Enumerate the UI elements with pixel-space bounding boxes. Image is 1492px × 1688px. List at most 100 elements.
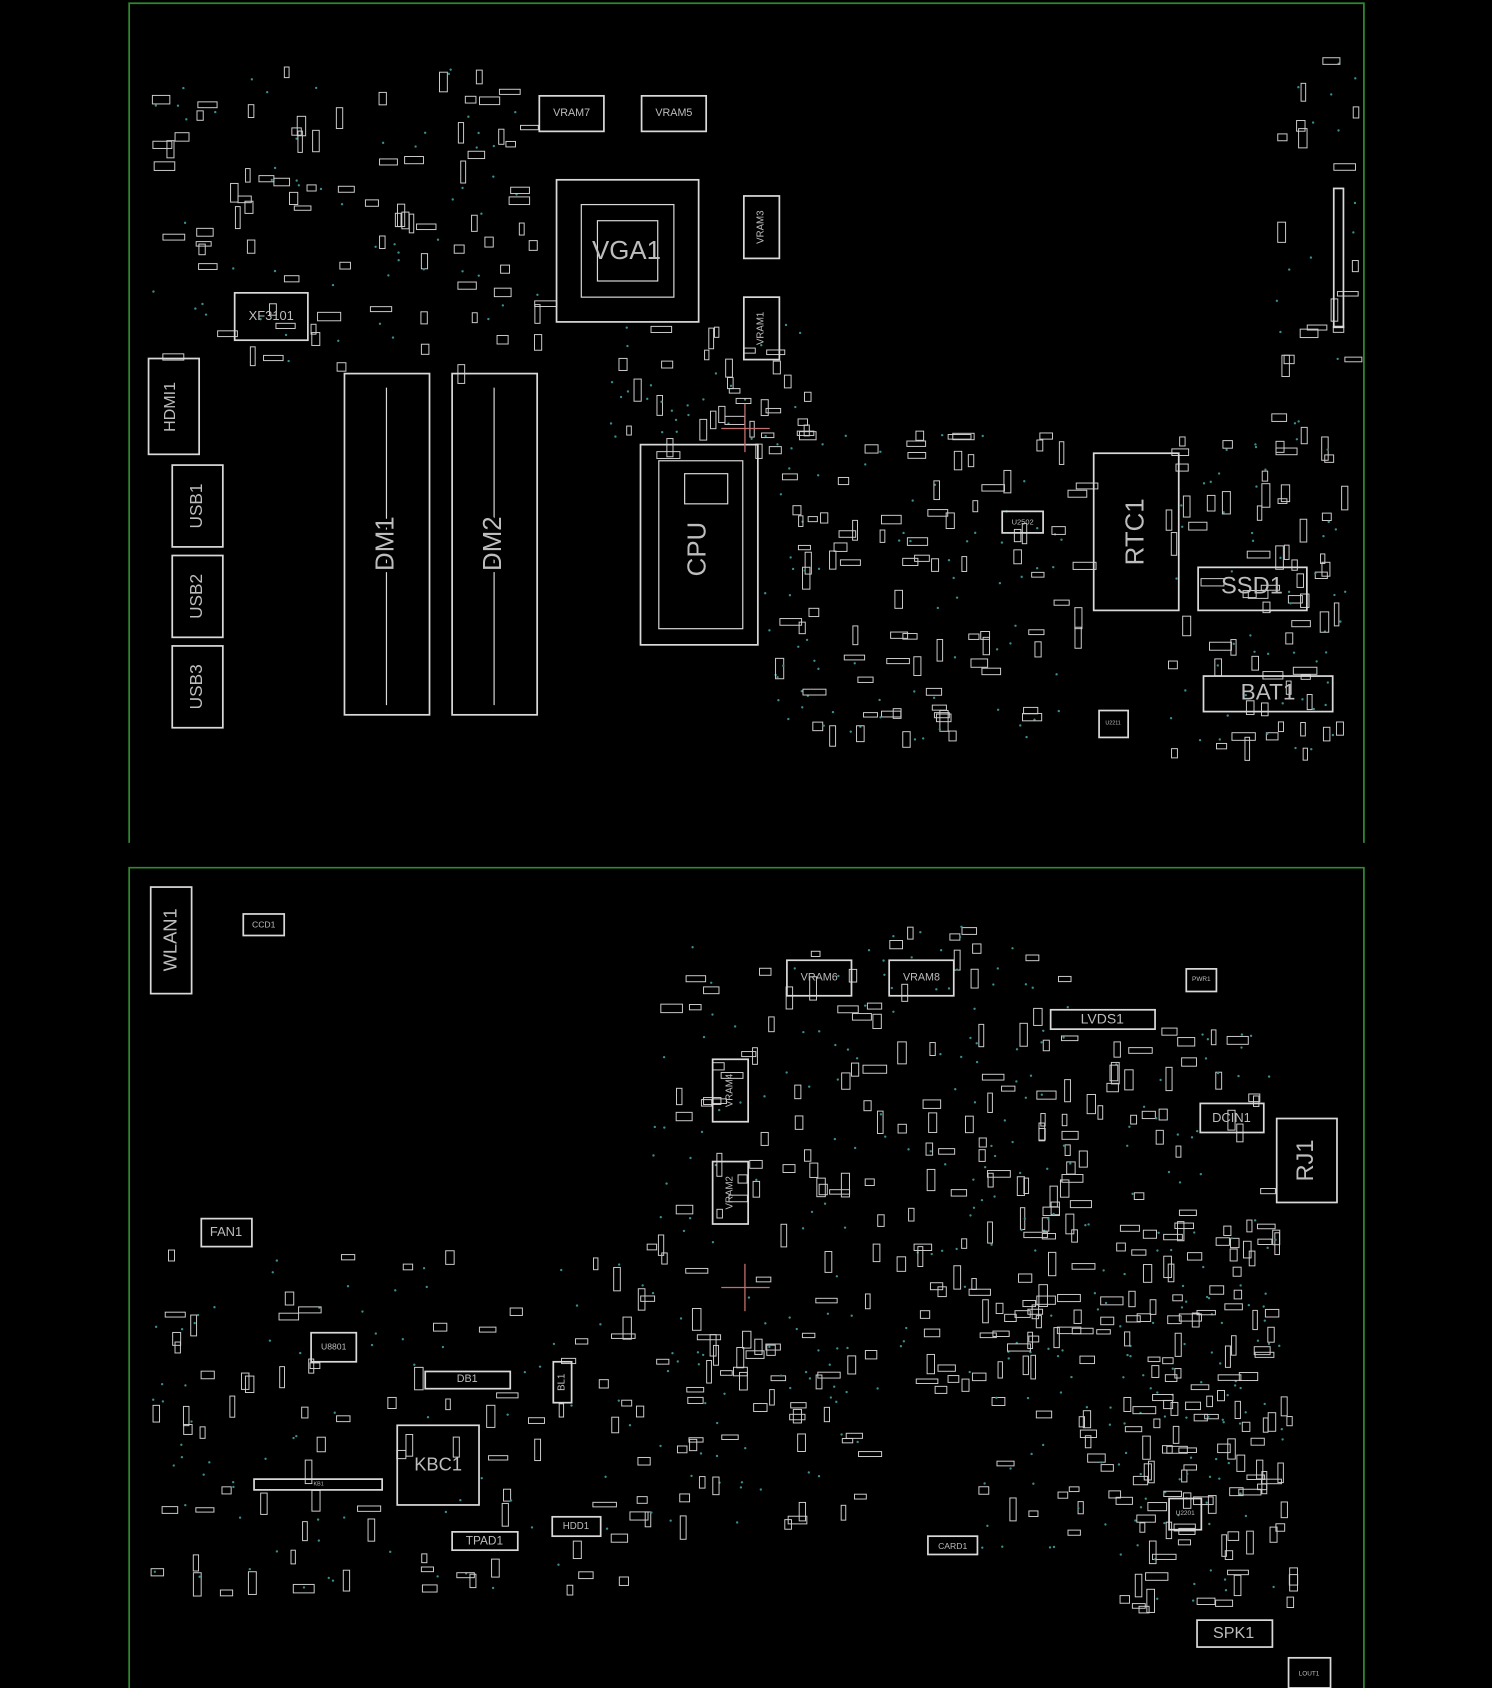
via (983, 1482, 986, 1485)
smd-pad (1230, 1237, 1240, 1249)
via (1084, 1224, 1087, 1227)
via (1263, 1319, 1266, 1322)
component-vram7[interactable]: VRAM7 (538, 94, 605, 133)
smd-pad (754, 1338, 763, 1355)
via (287, 359, 290, 363)
via (768, 629, 771, 632)
smd-pad (1136, 1313, 1152, 1322)
component-bat1[interactable]: BAT1 (1202, 675, 1334, 713)
smd-pad (803, 391, 812, 402)
component-kb1[interactable]: KB1 (253, 1478, 384, 1491)
component-vga1[interactable]: VGA1 (555, 178, 700, 323)
smd-pad (183, 1423, 193, 1435)
component-vram8[interactable]: VRAM8 (888, 959, 955, 997)
via (660, 400, 663, 403)
component-u2201[interactable]: U2201 (1168, 1497, 1203, 1531)
smd-pad (1097, 1105, 1104, 1120)
smd-pad (1036, 1295, 1056, 1305)
smd-pad (656, 1358, 670, 1365)
via (1177, 1513, 1180, 1517)
smd-pad (1100, 1296, 1124, 1306)
component-wlan1[interactable]: WLAN1 (149, 886, 193, 995)
component-ccd1[interactable]: CCD1 (242, 913, 286, 937)
component-dm2[interactable]: DM2 (451, 372, 539, 716)
smd-pad (1238, 1488, 1262, 1496)
small-components-layer (150, 57, 1363, 1614)
smd-pad (1262, 1417, 1269, 1433)
component-pwr1[interactable]: PWR1 (1185, 968, 1218, 993)
smd-pad (978, 1137, 987, 1148)
component-spk1[interactable]: SPK1 (1196, 1619, 1274, 1648)
smd-pad (995, 1302, 1004, 1315)
component-dcin1[interactable]: DCIN1 (1199, 1102, 1265, 1134)
via (275, 1550, 279, 1553)
component-vram6[interactable]: VRAM6 (786, 959, 853, 997)
component-usb3[interactable]: USB3 (171, 645, 224, 729)
smd-pad (797, 1433, 806, 1452)
smd-pad (1288, 1574, 1299, 1586)
smd-pad (712, 1062, 725, 1071)
component-db1[interactable]: DB1 (424, 1370, 512, 1390)
via (1201, 1033, 1204, 1036)
component-hdmi1[interactable]: HDMI1 (147, 357, 201, 456)
smd-pad (972, 500, 979, 513)
component-vram3[interactable]: VRAM3 (742, 195, 781, 260)
via (1178, 1181, 1182, 1184)
via (605, 1527, 609, 1530)
component-u2211[interactable]: U2211 (1098, 709, 1130, 739)
component-xf3101[interactable]: XF3101 (233, 291, 309, 342)
via (1170, 1248, 1173, 1252)
via (1311, 121, 1315, 124)
u2502-label: U2502 (1012, 518, 1034, 527)
via (1214, 1457, 1218, 1461)
smd-pad (1041, 1232, 1056, 1240)
smd-pad (1217, 1389, 1225, 1402)
via (955, 968, 959, 971)
component-lout1[interactable]: LOUT1 (1287, 1656, 1332, 1688)
component-rj1[interactable]: RJ1 (1275, 1117, 1338, 1204)
component-u8801[interactable]: U8801 (310, 1331, 358, 1363)
smd-pad (558, 1403, 565, 1418)
component-vram2[interactable]: VRAM2 (711, 1160, 750, 1225)
via (491, 1586, 495, 1590)
component-lvds1[interactable]: LVDS1 (1049, 1008, 1156, 1031)
component-bl1[interactable]: BL1 (552, 1360, 573, 1404)
via (1031, 986, 1034, 989)
component-ssd1[interactable]: SSD1 (1197, 566, 1308, 612)
component-vram4[interactable]: VRAM4 (711, 1058, 750, 1123)
smd-pad (197, 101, 218, 109)
smd-pad (691, 1308, 702, 1331)
via (808, 1377, 812, 1380)
component-tpad1[interactable]: TPAD1 (451, 1531, 519, 1552)
smd-pad (1306, 324, 1328, 331)
component-hdd1[interactable]: HDD1 (551, 1515, 602, 1538)
smd-pad (686, 1386, 705, 1393)
smd-pad (840, 1172, 850, 1198)
via (1055, 673, 1058, 676)
smd-pad (341, 1254, 356, 1261)
component-usb1[interactable]: USB1 (171, 464, 224, 548)
via (1267, 1075, 1271, 1078)
component-card1[interactable]: CARD1 (927, 1535, 979, 1556)
component-vram1[interactable]: VRAM1 (742, 296, 781, 361)
smd-pad (714, 326, 720, 338)
smd-pad (229, 1395, 236, 1418)
smd-pad (931, 704, 947, 711)
smd-pad (858, 1451, 883, 1458)
component-fan1[interactable]: FAN1 (200, 1217, 253, 1248)
via (718, 1108, 721, 1112)
component-rtc1[interactable]: RTC1 (1092, 452, 1180, 612)
component-kbc1[interactable]: KBC1 (396, 1424, 480, 1506)
component-vram5[interactable]: VRAM5 (640, 94, 708, 133)
smd-pad (457, 122, 465, 144)
component-usb2[interactable]: USB2 (171, 554, 224, 639)
via (297, 184, 301, 187)
smd-pad (637, 1288, 646, 1311)
component-u2502[interactable]: U2502 (1001, 510, 1044, 534)
component-dm1[interactable]: DM1 (343, 372, 431, 716)
smd-pad (1161, 1445, 1173, 1454)
smd-pad (1056, 1326, 1082, 1335)
smd-pad (592, 1501, 617, 1508)
component-cpu[interactable]: CPU (639, 443, 759, 646)
